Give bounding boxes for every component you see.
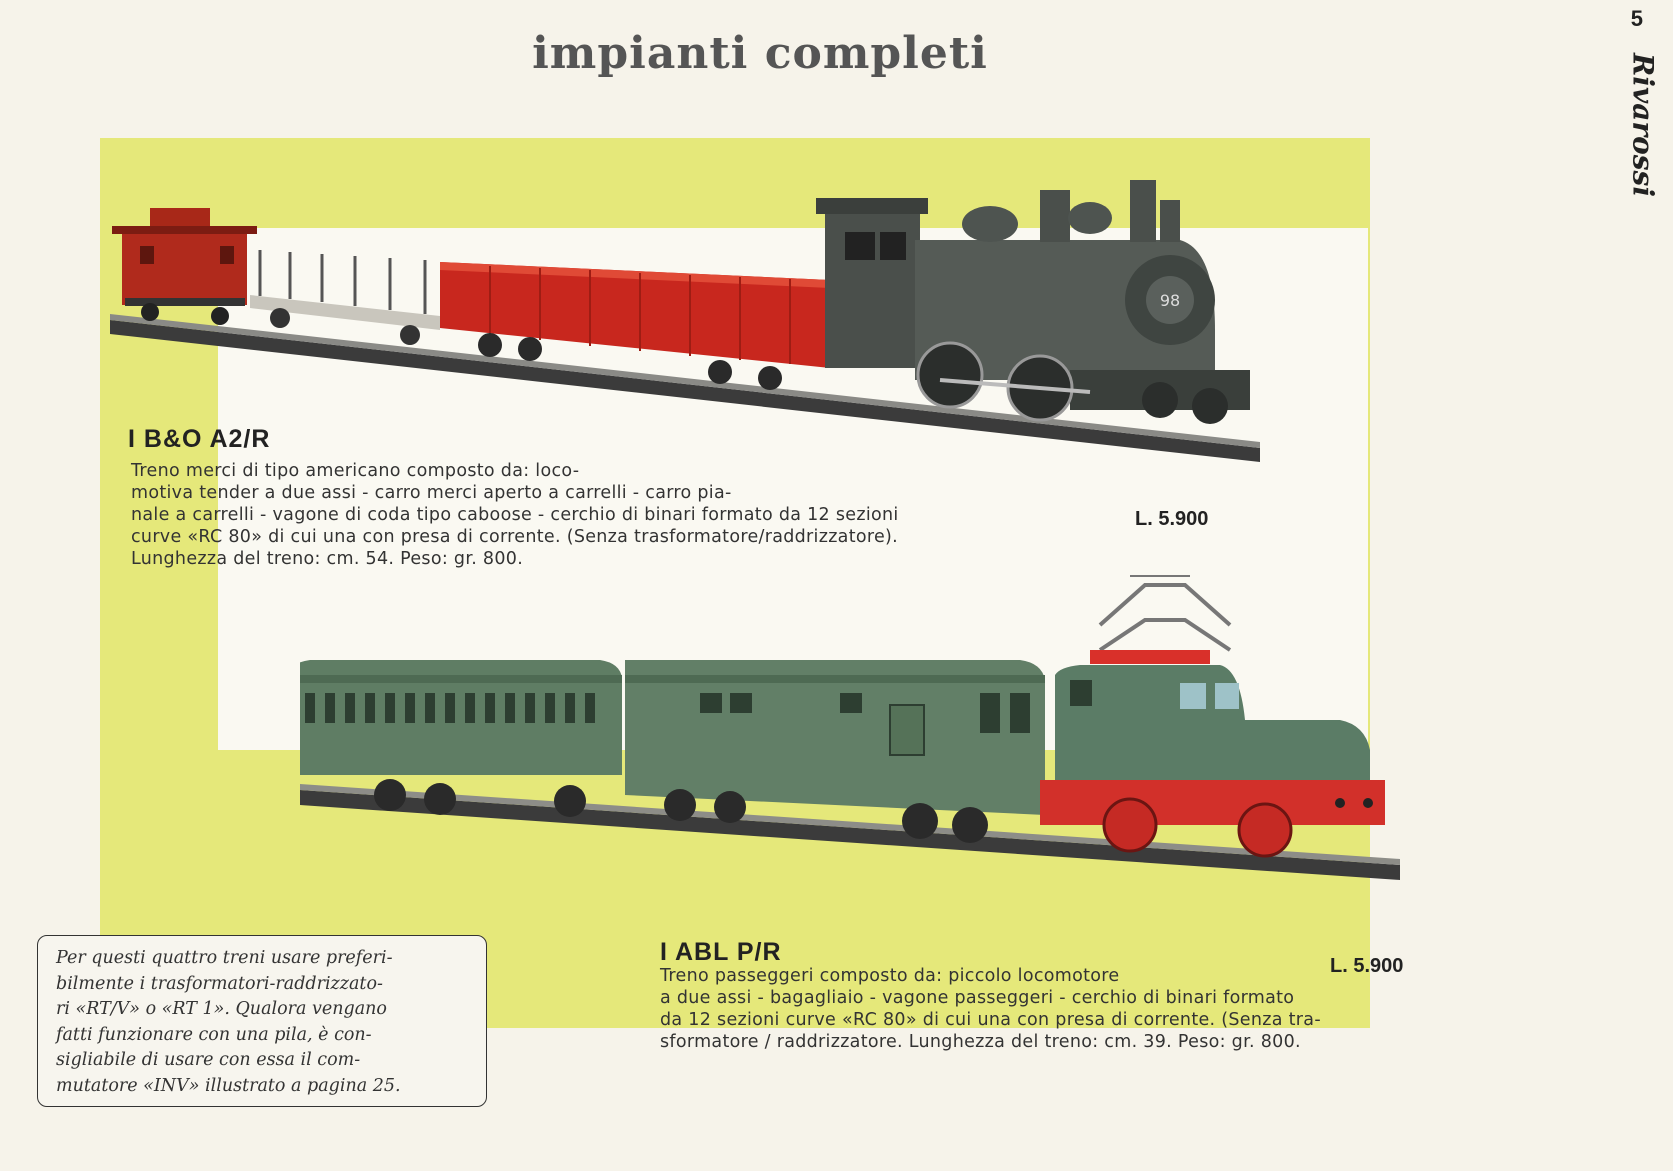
description-line: motiva tender a due assi - carro merci a… xyxy=(131,483,732,503)
brand-logo: Rivarossi xyxy=(1619,40,1667,210)
steam-locomotive: 98 xyxy=(816,180,1250,424)
note-line: bilmente i trasformatori-raddrizzato- xyxy=(56,973,383,994)
description-line: curve «RC 80» di cui una con presa di co… xyxy=(131,527,899,547)
brand-name: Rivarossi xyxy=(1626,53,1660,197)
freight-train-image: 98 xyxy=(110,180,1260,462)
description-line: sformatore / raddrizzatore. Lunghezza de… xyxy=(660,1032,1301,1052)
description-line: Treno merci di tipo americano composto d… xyxy=(131,461,580,481)
product-description-abl-p-r: Treno passeggeri composto da: piccolo lo… xyxy=(660,965,1321,1053)
description-line: Lunghezza del treno: cm. 54. Peso: gr. 8… xyxy=(131,549,524,569)
description-line: nale a carrelli - vagone di coda tipo ca… xyxy=(131,505,899,525)
product-code-b-o-a2-r: I B&O A2/R xyxy=(128,425,271,453)
description-line: Treno passeggeri composto da: piccolo lo… xyxy=(660,966,1120,986)
note-line: Per questi quattro treni usare preferi- xyxy=(56,948,393,968)
note-line: mutatore «INV» illustrato a pagina 25. xyxy=(56,1075,401,1096)
price-b-o-a2-r: L. 5.900 xyxy=(1135,508,1209,530)
note-line: sigliabile di usare con essa il com- xyxy=(56,1050,361,1070)
flat-car xyxy=(250,250,440,345)
electric-locomotive xyxy=(1040,575,1385,858)
note-box: Per questi quattro treni usare preferi- … xyxy=(37,935,487,1107)
description-line: da 12 sezioni curve «RC 80» di cui una c… xyxy=(660,1010,1321,1030)
passenger-coach xyxy=(300,660,622,817)
gondola-car xyxy=(440,262,830,390)
price-abl-p-r: L. 5.900 xyxy=(1330,955,1404,977)
baggage-car xyxy=(625,660,1045,843)
product-description-b-o-a2-r: Treno merci di tipo americano composto d… xyxy=(131,460,899,570)
page-title: impianti completi xyxy=(532,28,988,79)
svg-text:98: 98 xyxy=(1160,291,1180,310)
note-line: ri «RT/V» o «RT 1». Qualora vengano xyxy=(56,999,387,1019)
note-line: fatti funzionare con una pila, è con- xyxy=(56,1024,372,1045)
passenger-train-image xyxy=(300,575,1400,880)
page-number: 5 xyxy=(1630,6,1643,31)
caboose-car xyxy=(112,208,257,325)
product-code-abl-p-r: I ABL P/R xyxy=(660,938,782,966)
description-line: a due assi - bagagliaio - vagone passegg… xyxy=(660,988,1295,1008)
